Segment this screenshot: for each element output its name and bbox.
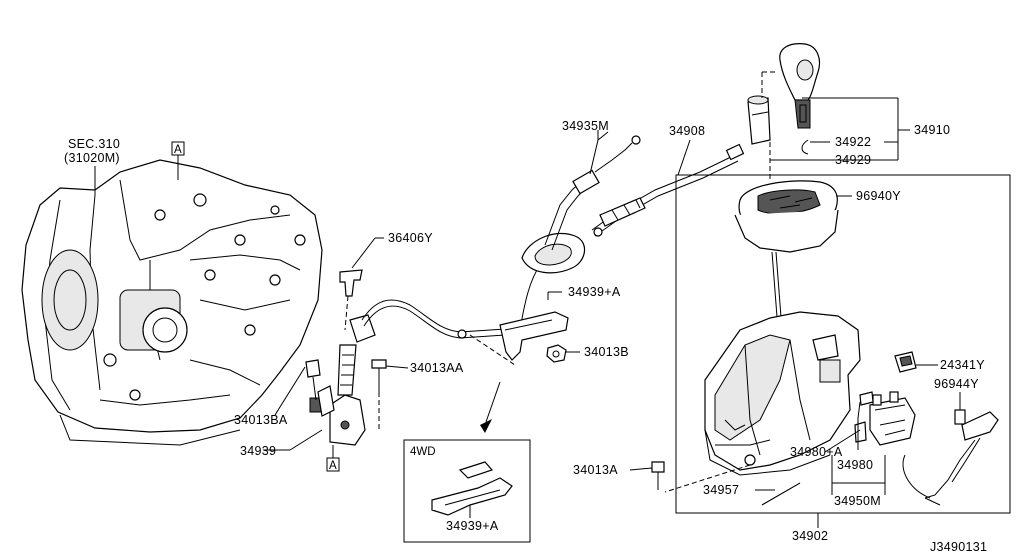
callout-34939A-4wd: 34939+A xyxy=(446,519,499,533)
bolt-34013BA xyxy=(274,359,321,416)
callout-34908: 34908 xyxy=(669,124,705,138)
clip-36406Y xyxy=(339,237,384,331)
knob-34910 xyxy=(779,43,821,129)
callout-34910: 34910 xyxy=(914,123,950,137)
ref-a-top: A xyxy=(171,141,185,180)
callout-34935M: 34935M xyxy=(562,119,609,133)
callout-96940Y: 96940Y xyxy=(856,189,901,203)
lever-tube xyxy=(747,95,771,145)
callout-36406Y: 36406Y xyxy=(388,231,433,245)
bracket-34939 xyxy=(317,314,376,446)
box-4wd xyxy=(403,439,531,543)
bolt-34013AA xyxy=(371,359,409,430)
shift-assembly-box xyxy=(675,174,1011,514)
shift-base xyxy=(664,311,861,493)
bulb-24341Y xyxy=(894,351,938,373)
callout-34013B: 34013B xyxy=(584,345,629,359)
nut-34013B xyxy=(546,344,580,363)
bolt-34013A xyxy=(629,461,665,490)
callout-34980: 34980 xyxy=(837,458,873,472)
bracket-4wd xyxy=(431,461,513,518)
callout-34902: 34902 xyxy=(792,529,828,543)
cable-34908 xyxy=(591,139,745,237)
callout-24341Y: 24341Y xyxy=(940,358,985,372)
callout-34980A: 34980+A xyxy=(790,445,843,459)
callout-34929: 34929 xyxy=(835,153,871,167)
switch-34950M xyxy=(854,391,916,450)
callout-34013BA: 34013BA xyxy=(234,413,288,427)
callout-34950M: 34950M xyxy=(834,494,881,508)
label-4wd: 4WD xyxy=(410,446,436,458)
callout-34957: 34957 xyxy=(703,483,739,497)
direction-arrow xyxy=(480,419,492,433)
callout-34922: 34922 xyxy=(835,135,871,149)
pin-34957 xyxy=(755,482,801,506)
grommet-34935M xyxy=(521,131,641,274)
callout-34013A: 34013A xyxy=(573,463,618,477)
callout-34939: 34939 xyxy=(240,444,276,458)
svg-text:A: A xyxy=(174,144,182,156)
sec-ref-label: SEC.310 xyxy=(68,137,120,151)
wire-96944Y xyxy=(902,392,999,506)
callout-96944Y: 96944Y xyxy=(934,377,979,391)
sec-sub-label: (31020M) xyxy=(64,151,120,165)
callout-34013AA: 34013AA xyxy=(410,361,464,375)
callout-34939A: 34939+A xyxy=(568,285,621,299)
indicator-96940Y xyxy=(734,180,852,253)
bracket-34939A xyxy=(499,291,569,361)
transmission-assembly xyxy=(21,159,323,446)
svg-text:A: A xyxy=(329,460,337,472)
control-cable xyxy=(361,299,521,333)
ref-a-bottom: A xyxy=(326,445,340,472)
drawing-code: J3490131 xyxy=(930,540,987,554)
